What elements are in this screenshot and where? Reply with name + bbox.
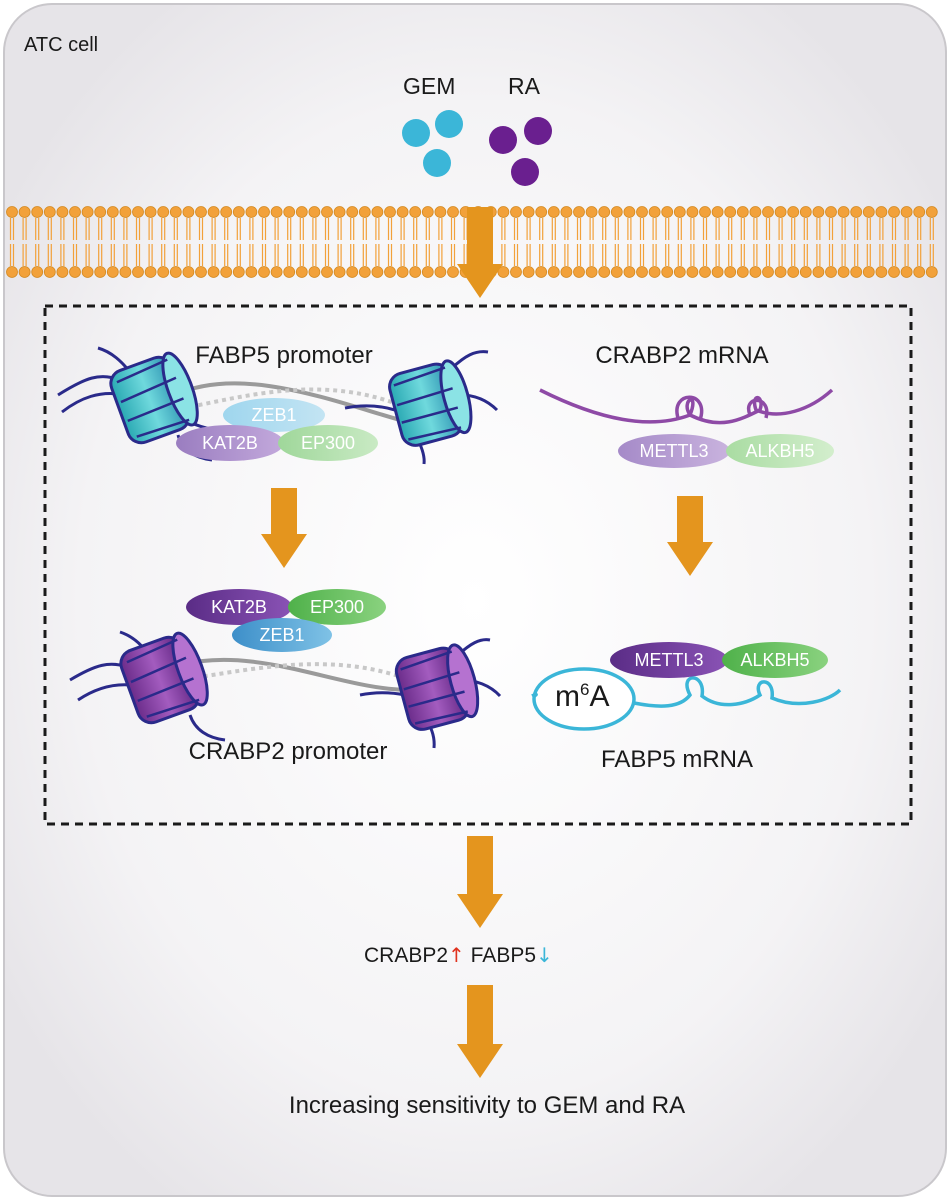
nucleosome-left xyxy=(119,631,209,725)
gem-label: GEM xyxy=(403,73,456,99)
m6a-base: m xyxy=(555,680,580,713)
up-arrow-icon: ↑ xyxy=(448,943,465,967)
alkbh5-protein: ALKBH5 xyxy=(722,642,828,678)
outcome-text: Increasing sensitivity to GEM and RA xyxy=(288,1092,686,1119)
fabp5-mrna-title: FABP5 mRNA xyxy=(600,746,754,773)
down-arrow-icon: ↓ xyxy=(536,943,553,967)
result-line: CRABP2↑ FABP5↓ xyxy=(364,943,553,968)
mettl3-protein: METTL3 xyxy=(610,642,728,678)
flow-arrow xyxy=(667,496,713,576)
zeb1-protein: ZEB1 xyxy=(232,618,332,652)
alkbh5-protein: ALKBH5 xyxy=(726,434,834,468)
gem-molecule xyxy=(402,119,430,147)
ra-molecule xyxy=(524,117,552,145)
fabp5-promoter-chromatin xyxy=(57,346,499,465)
kat2b-protein: KAT2B xyxy=(176,425,284,461)
flow-arrow xyxy=(457,836,503,928)
nucleosome-left xyxy=(109,351,199,445)
gem-molecule xyxy=(423,149,451,177)
ra-molecule xyxy=(489,126,517,154)
nucleosome-right xyxy=(394,643,480,731)
crabp2-mrna-title: CRABP2 mRNA xyxy=(595,342,769,369)
nucleus-boundary xyxy=(43,304,913,826)
fabp5-result-label: FABP5 xyxy=(470,944,537,967)
flow-arrow xyxy=(457,985,503,1078)
nucleosome-right xyxy=(388,359,473,447)
gem-molecule xyxy=(435,110,463,138)
crabp2-result-label: CRABP2 xyxy=(364,944,449,967)
m6a-modification-label: m6A xyxy=(555,680,609,714)
flow-arrows xyxy=(261,207,713,1078)
fabp5-mrna-strand xyxy=(633,676,842,708)
m6a-bubble xyxy=(532,667,636,731)
cell-body xyxy=(3,3,947,1197)
m6a-suffix: A xyxy=(589,680,610,713)
crabp2-mrna-strand xyxy=(539,388,834,425)
m6a-superscript: 6 xyxy=(580,680,590,699)
crabp2-promoter-chromatin xyxy=(69,630,502,749)
ra-molecule xyxy=(511,158,539,186)
flow-arrow xyxy=(457,207,503,298)
gem-molecules xyxy=(402,110,463,177)
flow-arrow xyxy=(261,488,307,568)
ra-label: RA xyxy=(508,73,540,99)
fabp5-promoter-title: FABP5 promoter xyxy=(195,342,373,369)
cell-label: ATC cell xyxy=(24,34,99,56)
ep300-protein: EP300 xyxy=(278,425,378,461)
mettl3-protein: METTL3 xyxy=(618,434,730,468)
ra-molecules xyxy=(489,117,552,186)
crabp2-promoter-title: CRABP2 promoter xyxy=(188,738,388,765)
